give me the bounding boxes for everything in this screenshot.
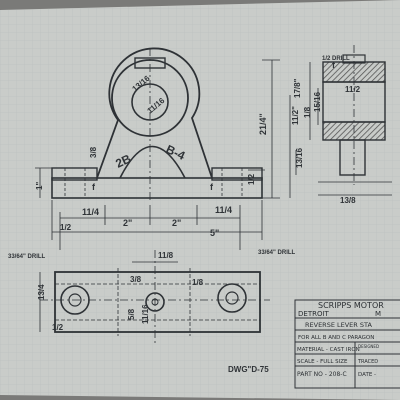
front-dimensions bbox=[35, 59, 291, 250]
title-traced: TRACED bbox=[357, 359, 378, 365]
base-dim-4: 11/4 bbox=[215, 205, 232, 215]
plan-side-b: 1/8 bbox=[192, 278, 204, 287]
plan-view bbox=[39, 250, 270, 345]
title-block bbox=[294, 299, 400, 389]
finish-mark-2: f bbox=[210, 182, 214, 192]
low-height: 1/2 bbox=[247, 173, 256, 185]
title-scale: SCALE - FULL SIZE bbox=[297, 359, 348, 365]
title-material: MATERIAL - CAST IRON bbox=[297, 347, 360, 353]
note-drill-right: 33/64" DRILL bbox=[258, 250, 296, 256]
drawing-number: DWG"D-75 bbox=[228, 365, 269, 374]
mid-height: 11/2" bbox=[291, 106, 300, 125]
plan-hub: 11/16 bbox=[141, 304, 150, 324]
title-city-suffix: M bbox=[375, 310, 381, 318]
right-view-width: 13/8 bbox=[340, 196, 356, 205]
plan-bottom: 1/2 bbox=[52, 323, 64, 332]
title-part-no: PART NO - 208-C bbox=[297, 371, 347, 378]
plan-bore: 5/8 bbox=[127, 308, 136, 320]
title-city: DETROIT bbox=[298, 310, 330, 318]
side-b: 3/8 bbox=[89, 146, 98, 158]
note-drill-top: 1/2 DRILL bbox=[322, 56, 350, 62]
height-right: 21/4" bbox=[258, 113, 268, 135]
title-applies-to: FOR ALL B AND C PARAGON bbox=[298, 335, 374, 341]
finish-mark-3: f bbox=[332, 60, 336, 70]
plan-top: 11/8 bbox=[158, 251, 174, 260]
note-drill-left: 33/64" DRILL bbox=[8, 254, 46, 260]
title-company: SCRIPPS MOTOR bbox=[318, 301, 384, 310]
title-part-name: REVERSE LEVER STA bbox=[305, 321, 372, 329]
front-view bbox=[51, 47, 263, 200]
right-view-low: 13/16 bbox=[295, 147, 304, 168]
plan-depth: 13/4 bbox=[37, 284, 46, 300]
side-view bbox=[295, 45, 392, 196]
base-dim-2: 2" bbox=[123, 218, 132, 228]
overall-length: 5" bbox=[210, 228, 219, 238]
top-height: 17/8" bbox=[293, 78, 302, 98]
left-offset: 1/2 bbox=[60, 223, 72, 232]
side-a: 1" bbox=[35, 182, 44, 190]
right-view-top: 11/2 bbox=[345, 85, 361, 94]
plan-side: 3/8 bbox=[130, 275, 142, 284]
base-dim-1: 11/4 bbox=[82, 207, 99, 217]
title-designed: DESIGNED bbox=[358, 344, 379, 349]
finish-mark-1: f bbox=[92, 182, 96, 192]
title-date: DATE - bbox=[358, 372, 376, 378]
right-view-small: 1/8 bbox=[303, 106, 312, 118]
base-dim-3: 2" bbox=[172, 218, 181, 228]
right-view-mid: 15/16 bbox=[313, 91, 322, 112]
casting-letter-left: 2B bbox=[113, 151, 133, 170]
